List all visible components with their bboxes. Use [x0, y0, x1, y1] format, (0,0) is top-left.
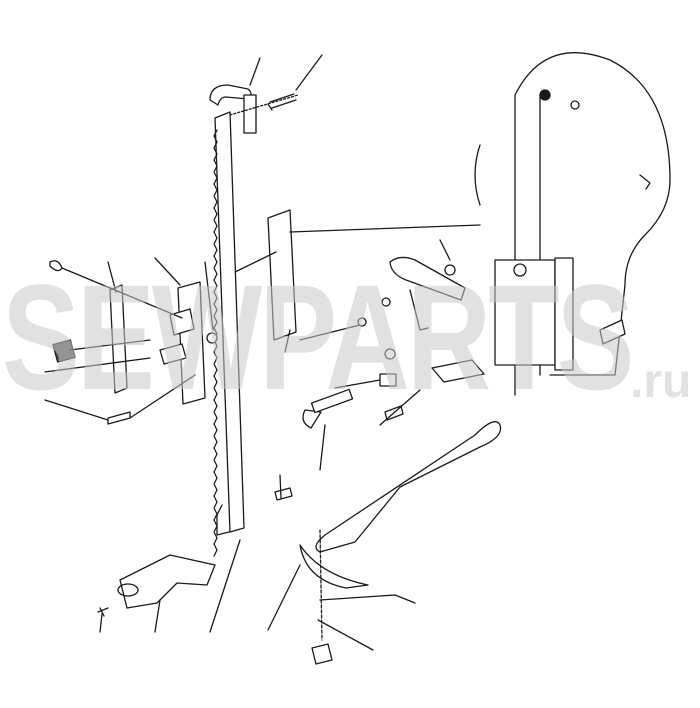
slide-plate	[234, 209, 481, 353]
left-bracket	[44, 257, 218, 425]
rack-bar	[213, 111, 245, 557]
knee-lever	[267, 421, 502, 665]
machine-arm	[474, 52, 671, 396]
foot-bracket	[97, 539, 241, 633]
screw	[229, 54, 323, 116]
small-parts	[274, 239, 485, 501]
lever-handle	[209, 57, 261, 134]
